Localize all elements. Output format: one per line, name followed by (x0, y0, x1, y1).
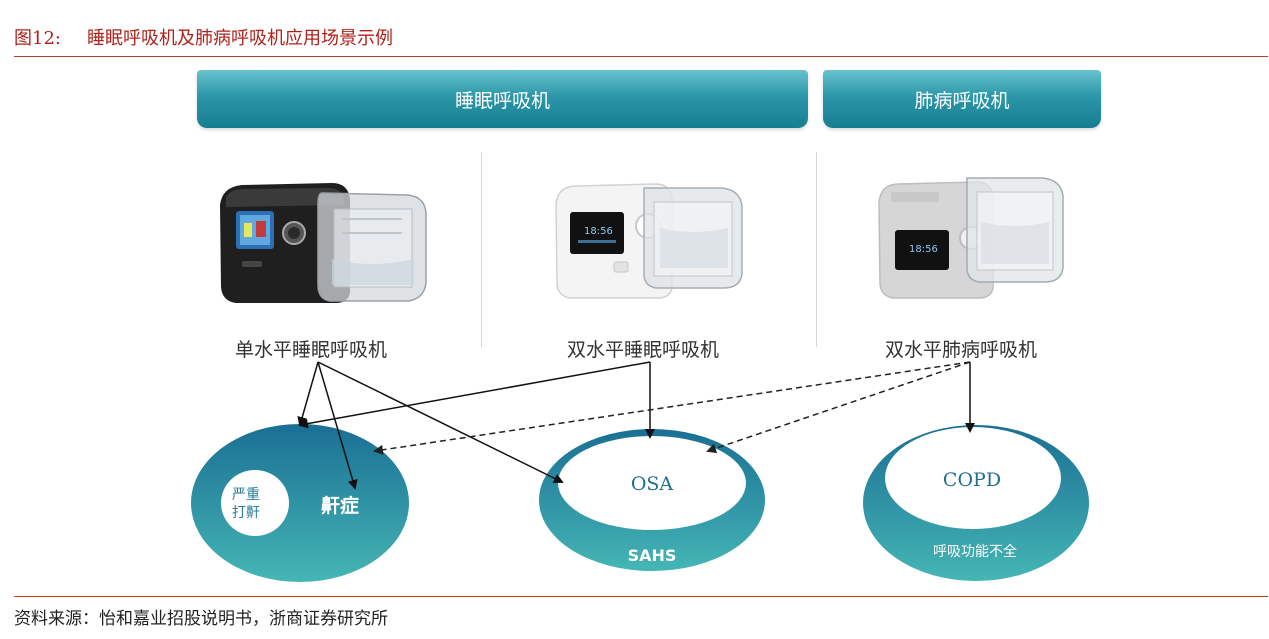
single-level-sleep-ventilator-image (220, 183, 427, 303)
figure-number: 图12: (14, 28, 61, 49)
copd-inner-ellipse (885, 427, 1061, 529)
top-rule (14, 56, 1268, 57)
arrow-lung-to-snoring-dashed (373, 361, 971, 455)
arrow-bilevel-sleep-to-snoring (298, 361, 651, 429)
severe-snoring-line-1: 严重 (232, 487, 260, 503)
device-3-screen-time: 18:56 (909, 244, 938, 255)
sleep-ventilator-banner: 睡眠呼吸机 (197, 70, 808, 128)
bi-level-sleep-ventilator-image: 18:56 (555, 183, 743, 299)
lung-banner-label: 肺病呼吸机 (914, 89, 1010, 112)
bi-level-lung-ventilator-image: 18:56 (878, 177, 1064, 299)
column-divider-2 (816, 152, 817, 347)
arrow-single-to-snoring (317, 361, 358, 490)
osa-label: OSA (630, 473, 674, 495)
device-1-label: 单水平睡眠呼吸机 (235, 339, 388, 361)
osa-inner-ellipse (558, 436, 746, 530)
device-2-label: 双水平睡眠呼吸机 (567, 339, 720, 361)
snoring-label: 鼾症 (321, 495, 360, 517)
severe-snoring-label: 严重 打鼾 (232, 486, 260, 522)
arrow-lung-to-osa-dashed (706, 361, 971, 454)
sahs-label: SAHS (627, 546, 677, 565)
device-3-label: 双水平肺病呼吸机 (885, 339, 1038, 361)
figure-title-text: 睡眠呼吸机及肺病呼吸机应用场景示例 (86, 28, 393, 49)
severe-snoring-circle (221, 470, 289, 536)
device-2-screen-time: 18:56 (584, 226, 613, 237)
severe-snoring-line-2: 打鼾 (232, 505, 260, 521)
lung-ventilator-banner: 肺病呼吸机 (823, 70, 1101, 128)
respiratory-insufficiency-label: 呼吸功能不全 (933, 544, 1017, 560)
column-divider-1 (481, 152, 482, 347)
figure-title: 图12: 睡眠呼吸机及肺病呼吸机应用场景示例 (14, 24, 393, 50)
source-note: 资料来源：怡和嘉业招股说明书，浙商证券研究所 (14, 609, 388, 629)
arrow-single-to-snoring-ring (297, 361, 319, 427)
copd-label: COPD (942, 469, 1002, 491)
arrow-single-to-sahs (317, 361, 564, 483)
bottom-rule (14, 596, 1268, 597)
sleep-banner-label: 睡眠呼吸机 (454, 89, 550, 112)
snoring-ellipse (191, 424, 409, 582)
